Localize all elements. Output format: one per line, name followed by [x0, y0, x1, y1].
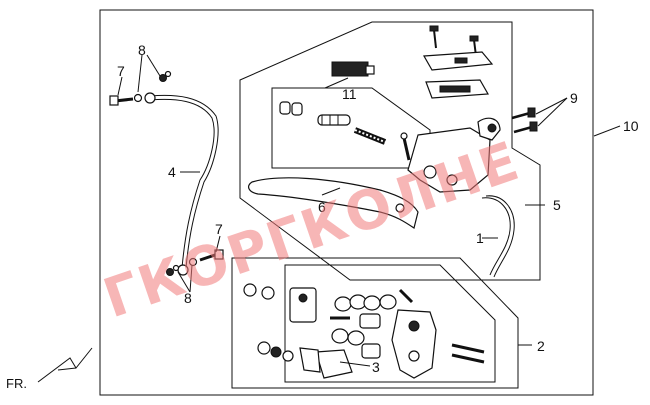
banjo-bolt-top — [109, 70, 172, 106]
callout-10: 10 — [623, 118, 639, 134]
callout-2: 2 — [537, 338, 545, 354]
brake-lever — [248, 177, 419, 229]
callout-8-top: 8 — [138, 42, 146, 58]
brake-hose — [144, 92, 219, 276]
callout-8-bottom: 8 — [184, 290, 192, 306]
banjo-bolt-bottom — [166, 249, 224, 276]
callout-7-top: 7 — [117, 63, 125, 79]
reservoir-cap — [423, 25, 494, 99]
piston-kit — [279, 101, 411, 161]
caliper-frame — [231, 257, 519, 389]
caliper-inner-frame — [284, 264, 496, 383]
leader-lines — [117, 54, 621, 367]
callout-4: 4 — [168, 164, 176, 180]
callout-1: 1 — [476, 230, 484, 246]
master-cylinder-body — [407, 117, 501, 193]
master-cylinder-frame — [239, 21, 541, 281]
callout-9: 9 — [570, 90, 578, 106]
caliper-bolts — [451, 343, 485, 364]
callout-5: 5 — [553, 197, 561, 213]
callout-3: 3 — [372, 359, 380, 375]
outer-frame — [99, 9, 594, 396]
callout-7-bottom: 7 — [215, 221, 223, 237]
callout-11: 11 — [342, 86, 357, 102]
stop-switch — [331, 61, 375, 77]
switch-wire — [481, 195, 515, 278]
mirror-screws — [511, 107, 538, 134]
callout-6: 6 — [318, 199, 326, 215]
caliper-body — [391, 288, 437, 379]
brake-pads — [299, 347, 353, 379]
caliper-seals — [243, 283, 397, 362]
direction-indicator: FR. — [6, 347, 93, 391]
direction-label: FR. — [6, 376, 27, 391]
